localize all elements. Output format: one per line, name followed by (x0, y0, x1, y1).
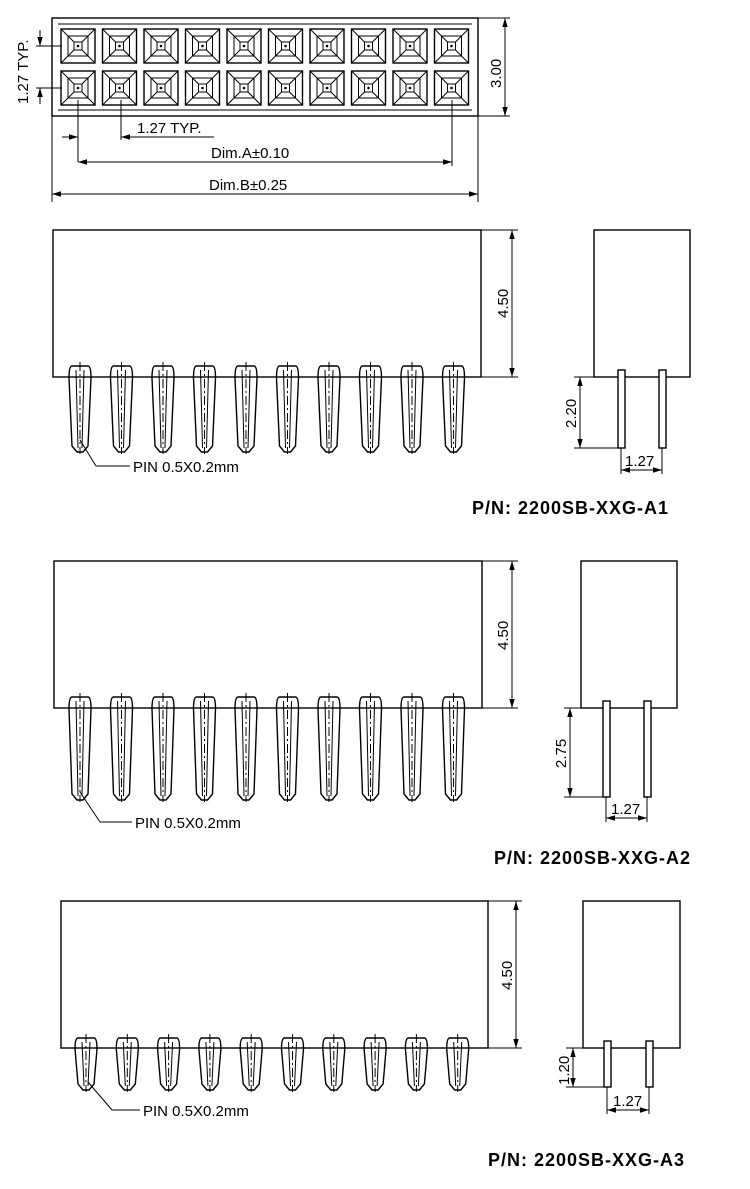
pin-length-label-a1: 2.20 (563, 399, 580, 428)
contact-cell (226, 70, 262, 106)
height-label-a1: 4.50 (495, 289, 512, 318)
pin (400, 362, 424, 454)
side-view-a3: 1.20 1.27 (556, 900, 681, 1114)
pin (234, 362, 258, 454)
pin-note-a3: PIN 0.5X0.2mm (143, 1103, 249, 1120)
pin-row (68, 362, 466, 454)
side-view-a1: 2.20 1.27 (563, 229, 691, 474)
height-label-a3: 4.50 (499, 961, 516, 990)
pin (322, 1034, 346, 1092)
front-view-a3: 4.50 PIN 0.5X0.2mm (60, 900, 522, 1120)
pin-row (74, 1034, 470, 1092)
variant-a1: 4.50 PIN 0.5X0.2mm 2.20 1.27 P/N: 2200SB… (52, 229, 691, 518)
pitch-horizontal-label: 1.27 TYP. (137, 120, 202, 137)
pin (275, 362, 300, 454)
pin (68, 362, 92, 454)
contact-cell (101, 28, 138, 64)
dim-a-label: Dim.A±0.10 (211, 145, 289, 162)
contact-cell (392, 70, 428, 106)
contact-cell (184, 70, 221, 106)
pin-length-label-a2: 2.75 (553, 739, 570, 768)
pin (358, 362, 383, 454)
pin (275, 693, 300, 802)
dim-b-label: Dim.B±0.25 (209, 177, 287, 194)
pin (109, 693, 134, 802)
pin-note-a2: PIN 0.5X0.2mm (135, 815, 241, 832)
front-view-a2: 4.50 PIN 0.5X0.2mm (53, 560, 518, 832)
pin (68, 693, 92, 802)
part-number-a2: P/N: 2200SB-XXG-A2 (494, 848, 691, 868)
pin (198, 1034, 222, 1092)
contact-cell (143, 70, 179, 106)
part-number-a1: P/N: 2200SB-XXG-A1 (472, 498, 669, 518)
pin-pitch-label-a2: 1.27 (611, 801, 640, 818)
contact-cell (433, 70, 470, 106)
height-label-a2: 4.50 (495, 621, 512, 650)
pin-pitch-label-a3: 1.27 (613, 1093, 642, 1110)
pin (317, 362, 341, 454)
pin (151, 362, 175, 454)
top-view: 1.27 TYP. 3.00 1.27 TYP. Dim.A±0.10 Dim.… (15, 17, 510, 202)
pin (404, 1034, 429, 1092)
pin (115, 1034, 140, 1092)
pin-length-label-a3: 1.20 (556, 1056, 573, 1085)
contact-cell (350, 28, 387, 64)
pin (239, 1034, 263, 1092)
variant-a3: 4.50 PIN 0.5X0.2mm 1.20 1.27 P/N: 2200SB… (60, 900, 685, 1170)
contact-cell (267, 28, 304, 64)
contact-cell (184, 28, 221, 64)
contact-cell (226, 28, 262, 64)
pin (317, 693, 341, 802)
contact-cell (143, 28, 179, 64)
pin (192, 362, 217, 454)
contact-cell (433, 28, 470, 64)
pin (156, 1034, 181, 1092)
pin (74, 1034, 98, 1092)
part-number-a3: P/N: 2200SB-XXG-A3 (488, 1150, 685, 1170)
front-view-a1: 4.50 PIN 0.5X0.2mm (52, 229, 518, 476)
pin (358, 693, 383, 802)
pin (445, 1034, 470, 1092)
pin (441, 693, 466, 802)
contact-cell (60, 70, 96, 106)
pin (151, 693, 175, 802)
width-label: 3.00 (488, 59, 505, 88)
pin-note-a1: PIN 0.5X0.2mm (133, 459, 239, 476)
pin (400, 693, 424, 802)
side-view-a2: 2.75 1.27 (553, 560, 678, 822)
top-view-body (51, 17, 479, 117)
variant-a2: 4.50 PIN 0.5X0.2mm 2.75 1.27 P/N: 2200SB… (53, 560, 691, 868)
contact-cell (309, 28, 345, 64)
pin (234, 693, 258, 802)
contact-cell (267, 70, 304, 106)
contact-cell (392, 28, 428, 64)
pitch-vertical-label: 1.27 TYP. (15, 40, 32, 105)
contact-cell (350, 70, 387, 106)
pin-row (68, 693, 466, 802)
pin (192, 693, 217, 802)
pin (280, 1034, 305, 1092)
pin (109, 362, 134, 454)
pin (363, 1034, 387, 1092)
contact-cell (309, 70, 345, 106)
contact-grid (60, 28, 470, 106)
pin-pitch-label-a1: 1.27 (625, 453, 654, 470)
contact-cell (101, 70, 138, 106)
pin (441, 362, 466, 454)
